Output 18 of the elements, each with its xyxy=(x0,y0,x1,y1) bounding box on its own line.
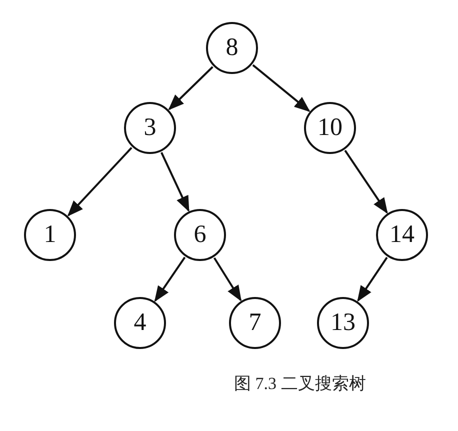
node-circle: 13 xyxy=(317,297,369,349)
node-circle: 6 xyxy=(174,209,226,261)
node-circle: 1 xyxy=(24,209,76,261)
arrow xyxy=(344,150,388,214)
node-circle: 7 xyxy=(229,297,281,349)
node-circle: 3 xyxy=(124,102,176,154)
figure-caption: 图 7.3 二叉搜索树 xyxy=(234,373,366,395)
node-circle: 14 xyxy=(376,209,428,261)
arrow xyxy=(357,256,388,302)
arrow xyxy=(160,152,190,212)
node-circle: 4 xyxy=(114,297,166,349)
node-circle: 10 xyxy=(304,102,356,154)
arrow xyxy=(252,64,310,112)
arrow xyxy=(168,66,214,110)
arrow xyxy=(67,147,132,216)
arrow xyxy=(154,256,186,302)
arrow xyxy=(213,257,242,302)
node-circle: 8 xyxy=(206,22,258,74)
